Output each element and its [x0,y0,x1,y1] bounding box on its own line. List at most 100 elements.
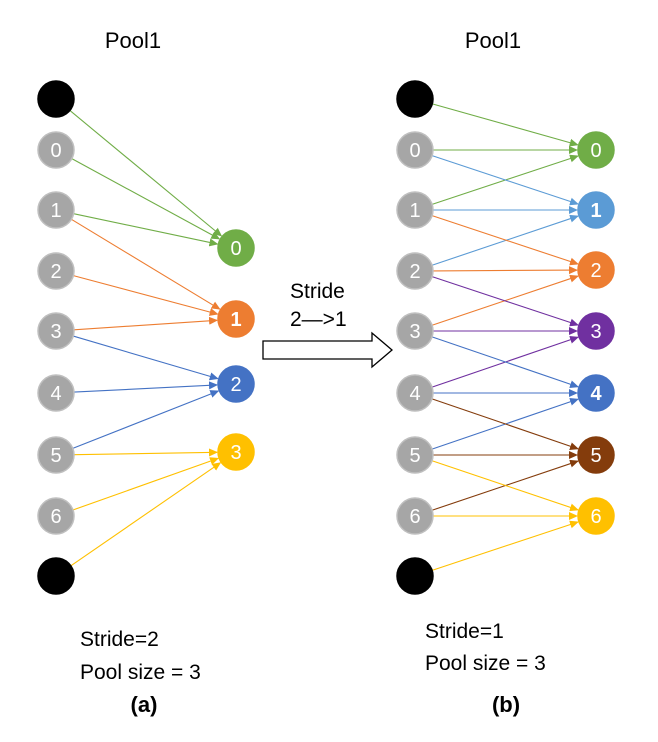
input-node-label: 5 [50,445,61,467]
output-node: 0 [577,131,615,169]
input-node: 4 [396,374,434,412]
input-node-label: 4 [409,383,420,405]
node-circle [577,251,615,289]
node-circle [37,436,75,474]
output-node-label: 0 [590,140,601,162]
panel-a-title: Pool1 [105,28,161,53]
node-circle [577,436,615,474]
pooling-edge [431,155,579,206]
panel-a-caption: (a) [131,692,158,717]
panel-b-title: Pool1 [465,28,521,53]
output-node-label: 5 [590,445,601,467]
input-node: 6 [37,497,75,535]
input-node: 0 [396,131,434,169]
node-circle [577,374,615,412]
node-circle [396,374,434,412]
node-circle [37,497,75,535]
pooling-edge [431,336,579,389]
pooling-edge [432,103,579,147]
input-node-label: 0 [50,140,61,162]
input-node-label: 1 [409,200,420,222]
pooling-edge [431,398,579,451]
output-node-label: 6 [590,506,601,528]
node-circle [37,252,75,290]
pooling-edge [73,213,219,247]
pooling-edge [73,316,219,331]
panel-a-inputs: 0 1 2 3 4 5 6 [37,80,75,595]
output-node: 5 [577,436,615,474]
output-node-label: 1 [230,309,241,331]
node-circle [37,374,75,412]
node-circle [217,365,255,403]
output-node-label: 3 [590,321,601,343]
node-circle [217,229,255,267]
node-circle [37,80,75,118]
input-node-label: 2 [409,261,420,283]
input-node: 6 [396,497,434,535]
panel-a-edges [69,110,223,567]
pooling-edge [71,158,221,240]
panel-b-stride: Stride=1 [425,620,504,643]
padding-node [396,557,434,595]
node-circle [217,300,255,338]
pooling-edge [73,448,219,457]
output-node-label: 2 [230,374,241,396]
pooling-edge [431,215,579,266]
pooling-edge [431,214,579,266]
output-node: 1 [577,191,615,229]
pooling-edge [431,276,579,327]
node-circle [396,191,434,229]
input-node: 0 [37,131,75,169]
output-node-label: 4 [590,383,602,405]
node-circle [396,80,434,118]
pooling-edge [73,381,219,393]
input-node-label: 1 [50,200,61,222]
transition-line1: Stride [290,280,345,303]
node-circle [37,191,75,229]
input-node-label: 3 [409,321,420,343]
input-node-label: 6 [409,506,420,528]
input-node: 3 [396,312,434,350]
pooling-edge [71,218,221,310]
right-arrow-icon [262,331,394,369]
node-circle [396,497,434,535]
output-node: 2 [217,365,255,403]
padding-node [396,80,434,118]
input-node-label: 0 [409,140,420,162]
pooling-edge [72,457,220,511]
output-node-label: 2 [590,260,601,282]
output-node-label: 1 [590,200,601,222]
panel-a-stride: Stride=2 [80,628,159,651]
input-node: 5 [37,436,75,474]
pooling-edge [70,462,222,567]
output-node: 4 [577,374,615,412]
node-circle [396,131,434,169]
transition-line2: 2—>1 [290,308,347,331]
input-node-label: 4 [50,383,61,405]
padding-node [37,80,75,118]
node-circle [577,312,615,350]
output-node: 1 [217,300,255,338]
input-node-label: 3 [50,321,61,343]
output-node-label: 0 [230,238,241,260]
node-circle [217,433,255,471]
input-node: 5 [396,436,434,474]
output-node: 2 [577,251,615,289]
pooling-edge [432,266,579,275]
input-node: 4 [37,374,75,412]
node-circle [396,557,434,595]
input-node: 1 [37,191,75,229]
node-circle [396,436,434,474]
panel-b-caption: (b) [492,692,520,717]
input-node-label: 2 [50,261,61,283]
pooling-edge [72,390,220,449]
node-circle [396,252,434,290]
input-node-label: 5 [409,445,420,467]
output-node: 6 [577,497,615,535]
panel-b-inputs: 0 1 2 3 4 5 6 [396,80,434,595]
node-circle [396,312,434,350]
input-node-label: 6 [50,506,61,528]
output-node: 3 [577,312,615,350]
